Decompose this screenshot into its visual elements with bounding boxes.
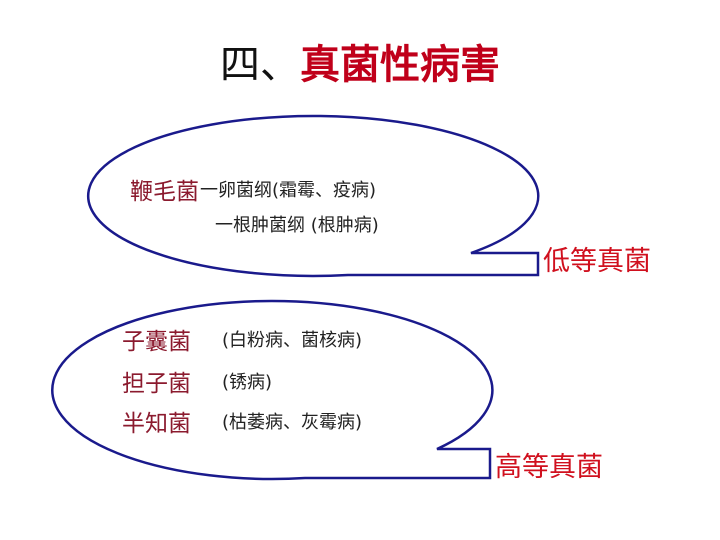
- category-basidiomycetes: 担子菌: [122, 371, 191, 397]
- plasmodiophora-line: 一根肿菌纲 (根肿病): [215, 215, 379, 236]
- slide-title: 四、真菌性病害: [0, 40, 720, 90]
- deuteromycetes-diseases: (枯萎病、灰霉病): [222, 412, 363, 433]
- category-ascomycetes: 子囊菌: [122, 329, 191, 355]
- oomycetes-line: 一卵菌纲(霜霉、疫病): [200, 180, 377, 201]
- category-deuteromycetes: 半知菌: [122, 411, 191, 437]
- title-main: 真菌性病害: [300, 41, 500, 88]
- ascomycetes-diseases: (白粉病、菌核病): [222, 330, 363, 351]
- higher-fungi-label: 高等真菌: [495, 452, 603, 483]
- lower-fungi-label: 低等真菌: [543, 246, 651, 277]
- category-flagellate: 鞭毛菌: [130, 179, 199, 205]
- title-prefix: 四、: [220, 42, 300, 88]
- basidiomycetes-diseases: (锈病): [222, 372, 273, 393]
- lower-fungi-bubble: [86, 114, 540, 278]
- higher-fungi-bubble: [51, 299, 494, 481]
